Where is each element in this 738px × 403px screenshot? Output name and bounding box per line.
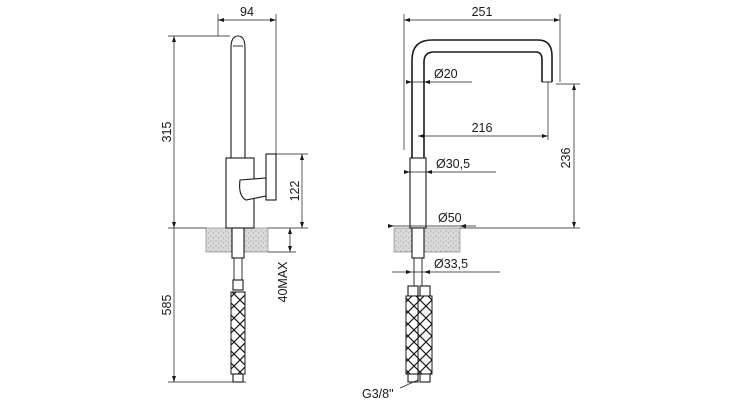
dim-shank-diameter: Ø33,5 — [434, 257, 468, 271]
dim-side-height-below: 585 — [160, 295, 174, 316]
dim-front-reach: 251 — [472, 5, 493, 19]
dim-side-width: 94 — [240, 5, 254, 19]
dim-side-height-above: 315 — [160, 122, 174, 143]
dim-lever-height: 122 — [288, 181, 302, 202]
dim-spout-reach: 216 — [472, 121, 493, 135]
front-shank — [411, 227, 425, 259]
dim-spout-diameter: Ø20 — [434, 67, 458, 81]
front-counter — [393, 227, 461, 253]
side-view — [168, 14, 308, 383]
dim-hose-thread: G3/8" — [362, 387, 394, 401]
dim-counter-max: 40MAX — [276, 261, 290, 303]
side-shank — [231, 227, 245, 259]
side-hose-fitting-top — [232, 279, 244, 291]
front-body — [409, 157, 427, 229]
side-spout-neck — [230, 35, 246, 159]
front-hose-right — [417, 295, 433, 375]
side-hose — [230, 291, 246, 375]
side-lever — [239, 177, 267, 201]
dim-spout-height: 236 — [559, 148, 573, 169]
front-view — [388, 14, 580, 389]
front-spout — [411, 39, 553, 158]
dim-base-diameter: Ø50 — [438, 211, 462, 225]
side-hose-fitting-bottom — [232, 373, 244, 383]
dim-body-diameter: Ø30,5 — [436, 157, 470, 171]
